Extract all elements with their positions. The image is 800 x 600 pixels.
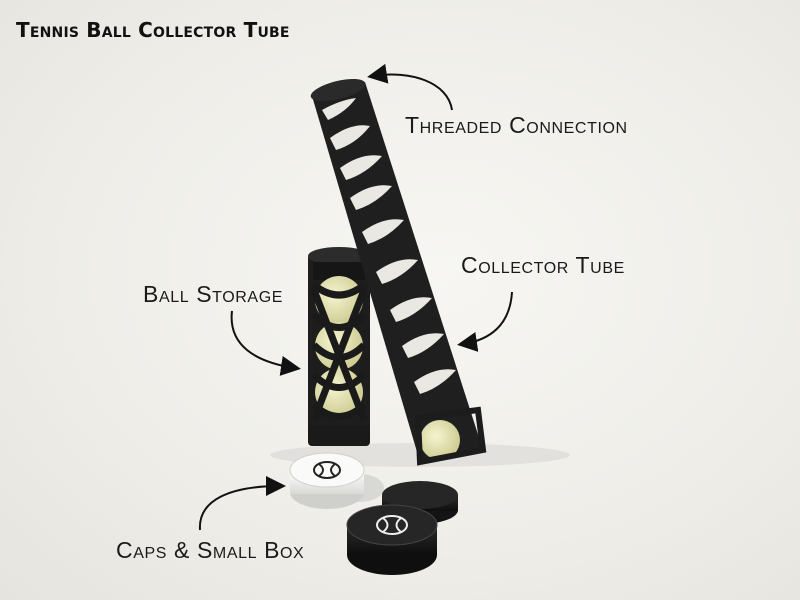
tennis-ball-logo-icon xyxy=(313,461,341,479)
collector-lattice-openings xyxy=(322,98,456,394)
image-title: Tennis Ball Collector Tube xyxy=(16,18,290,42)
storage-lattice xyxy=(310,282,368,422)
ball-storage-arrow xyxy=(230,310,301,376)
caps-small-box-arrow xyxy=(198,476,286,531)
ball-storage-tube xyxy=(308,247,370,446)
threaded-connection-label: Threaded Connection xyxy=(405,112,628,138)
white-cap xyxy=(289,452,384,509)
tennis-ball-logo-icon xyxy=(376,515,408,535)
threaded-connection-arrow xyxy=(367,63,453,111)
collector-tube-label: Collector Tube xyxy=(461,252,625,278)
collector-tube-arrow xyxy=(457,291,513,352)
collector-tube xyxy=(310,78,487,466)
caps-small-box-label: Caps & Small Box xyxy=(116,537,305,563)
black-small-box xyxy=(346,481,458,575)
ball-storage-label: Ball Storage xyxy=(143,281,284,307)
collected-tennis-ball xyxy=(420,420,460,460)
